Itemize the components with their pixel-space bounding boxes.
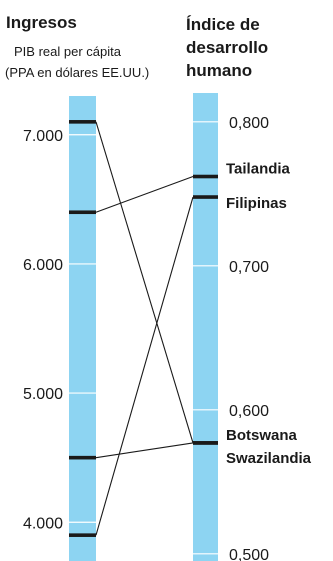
income-tick-label: 4.000 [23, 515, 63, 532]
connector-lines [95, 121, 194, 536]
country-label: Filipinas [226, 195, 287, 212]
income-marker [69, 533, 96, 537]
hdi-marker [193, 174, 218, 179]
hdi-tick-label: 0,600 [229, 403, 269, 420]
labels-layer: 7.000 6.000 5.000 4.000 0,800 0,700 0,600 0,500… [23, 115, 312, 561]
hdi-tick-label: 0,700 [229, 259, 269, 276]
income-axis-title: Ingresos [6, 13, 77, 32]
income-axis-subtitle-line-2: (PPA en dólares EE.UU.) [5, 65, 149, 80]
hdi-axis-title-line-3: humano [186, 61, 252, 80]
hdi-axis-title-line-1: Índice de [186, 15, 260, 34]
country-label: Swazilandia [226, 450, 312, 467]
country-label: Tailandia [226, 161, 291, 178]
income-axis-subtitle-line-1: PIB real per cápita [14, 44, 122, 59]
connector-line [95, 196, 194, 536]
hdi-axis-title-line-2: desarrollo [186, 38, 268, 57]
income-axis-bar [69, 96, 96, 561]
ticks-layer [69, 121, 218, 555]
hdi-marker [193, 441, 218, 445]
hdi-marker [193, 195, 218, 199]
income-marker [69, 120, 96, 124]
hdi-axis-bar [193, 93, 218, 561]
connector-line [95, 176, 194, 213]
income-tick-label: 6.000 [23, 257, 63, 274]
income-tick-label: 7.000 [23, 128, 63, 145]
hdi-tick-label: 0,500 [229, 547, 269, 561]
connector-line [95, 442, 194, 459]
income-marker [69, 210, 96, 215]
connector-line [95, 121, 194, 444]
income-marker [69, 455, 96, 460]
markers-layer [69, 120, 218, 537]
country-label: Botswana [226, 427, 298, 444]
income-tick-label: 5.000 [23, 386, 63, 403]
hdi-tick-label: 0,800 [229, 115, 269, 132]
